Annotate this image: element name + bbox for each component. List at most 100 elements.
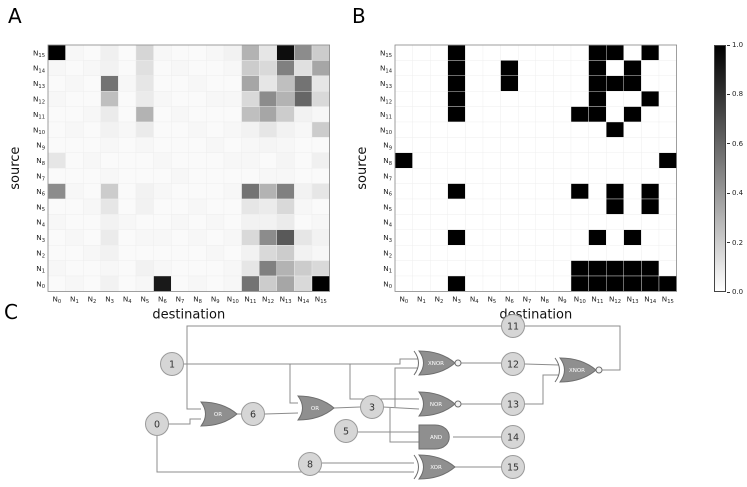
heatmap-cell — [206, 275, 225, 292]
heatmap-cell — [412, 167, 431, 184]
heatmap-cell — [447, 121, 466, 138]
heatmap-cell — [100, 275, 119, 292]
heatmap-cell — [118, 75, 137, 92]
colorbar-tick — [727, 143, 730, 145]
heatmap-cell — [658, 75, 677, 92]
heatmap-cell — [535, 121, 554, 138]
heatmap-cell — [241, 106, 260, 123]
tick-label: N4 — [36, 218, 45, 229]
heatmap-cell — [535, 44, 554, 61]
tick-label: N5 — [140, 294, 149, 305]
node-1: 1 — [160, 352, 184, 376]
heatmap-cell — [535, 167, 554, 184]
heatmap-cell — [153, 75, 172, 92]
tick-label: N3 — [105, 294, 114, 305]
heatmap-cell — [47, 214, 66, 230]
heatmap-cell — [276, 214, 295, 230]
heatmap-cell — [170, 60, 189, 76]
tick-label: N11 — [244, 294, 256, 305]
heatmap-cell — [517, 75, 536, 92]
tick-label: N10 — [227, 294, 239, 305]
heatmap-cell — [65, 198, 84, 215]
heatmap-cell — [206, 106, 225, 123]
tick-label: N12 — [33, 95, 45, 106]
heatmap-cell — [588, 229, 607, 246]
heatmap-cell — [482, 44, 501, 61]
heatmap-cell — [241, 167, 260, 184]
heatmap-cell — [65, 44, 84, 61]
heatmap-cell — [294, 260, 313, 277]
tick-label: N8 — [193, 294, 202, 305]
heatmap-cell — [170, 260, 189, 277]
heatmap-cell — [223, 152, 242, 169]
heatmap-cell — [412, 44, 431, 61]
heatmap-cell — [241, 44, 260, 61]
heatmap-cell — [153, 121, 172, 138]
tick-label: N2 — [435, 294, 444, 305]
node-circle — [501, 314, 525, 338]
heatmap-cell — [641, 91, 660, 107]
heatmap-cell — [570, 152, 589, 169]
wire — [394, 367, 418, 407]
heatmap-cell — [276, 121, 295, 138]
heatmap-cell — [65, 260, 84, 277]
heatmap-cell — [206, 152, 225, 169]
node-circle — [298, 452, 322, 476]
heatmap-cell — [465, 275, 484, 292]
heatmap-cell — [82, 75, 101, 92]
heatmap-cell — [311, 75, 330, 92]
heatmap-cell — [188, 152, 207, 169]
tick-label: N7 — [383, 172, 392, 183]
heatmap-cell — [623, 60, 642, 76]
heatmap-cell — [65, 229, 84, 246]
heatmap-cell — [188, 44, 207, 61]
heatmap-cell — [153, 183, 172, 200]
heatmap-cell — [65, 152, 84, 169]
tick-label: N1 — [417, 294, 426, 305]
heatmap-cell — [570, 106, 589, 123]
heatmap-cell — [465, 260, 484, 277]
heatmap-cell — [118, 121, 137, 138]
heatmap-cell — [623, 167, 642, 184]
colorbar-tick — [727, 242, 730, 244]
heatmap-cell — [429, 75, 448, 92]
heatmap-cell — [153, 137, 172, 154]
plot-frame — [47, 44, 331, 292]
gate-label: OR — [311, 406, 319, 412]
heatmap-cell — [188, 167, 207, 184]
tick-label: N6 — [505, 294, 514, 305]
heatmap-cell — [100, 183, 119, 200]
heatmap-cell — [100, 91, 119, 107]
heatmap-cell — [82, 91, 101, 107]
heatmap-cell — [658, 167, 677, 184]
heatmap-cell — [135, 260, 154, 277]
heatmap-cell — [135, 106, 154, 123]
heatmap-cell — [517, 60, 536, 76]
heatmap-cell — [47, 229, 66, 246]
wire — [349, 364, 419, 400]
plot-frame — [394, 44, 678, 292]
heatmap-cell — [465, 91, 484, 107]
heatmap-cell — [65, 275, 84, 292]
heatmap-cell — [500, 214, 519, 230]
heatmap-cell — [553, 121, 572, 138]
tick-label: N11 — [380, 110, 392, 121]
heatmap-cell — [294, 244, 313, 261]
heatmap-cell — [412, 121, 431, 138]
node-label: 5 — [343, 426, 349, 437]
heatmap-cell — [500, 60, 519, 76]
heatmap-cell — [429, 260, 448, 277]
heatmap-cell — [294, 137, 313, 154]
heatmap-cell — [223, 106, 242, 123]
heatmap-cell — [570, 214, 589, 230]
heatmap-cell — [153, 106, 172, 123]
tick-label: N7 — [36, 172, 45, 183]
heatmap-cell — [535, 229, 554, 246]
heatmap-cell — [153, 60, 172, 76]
wire — [389, 408, 419, 443]
heatmap-cell — [570, 229, 589, 246]
heatmap-cell — [311, 121, 330, 138]
heatmap-cell — [241, 214, 260, 230]
